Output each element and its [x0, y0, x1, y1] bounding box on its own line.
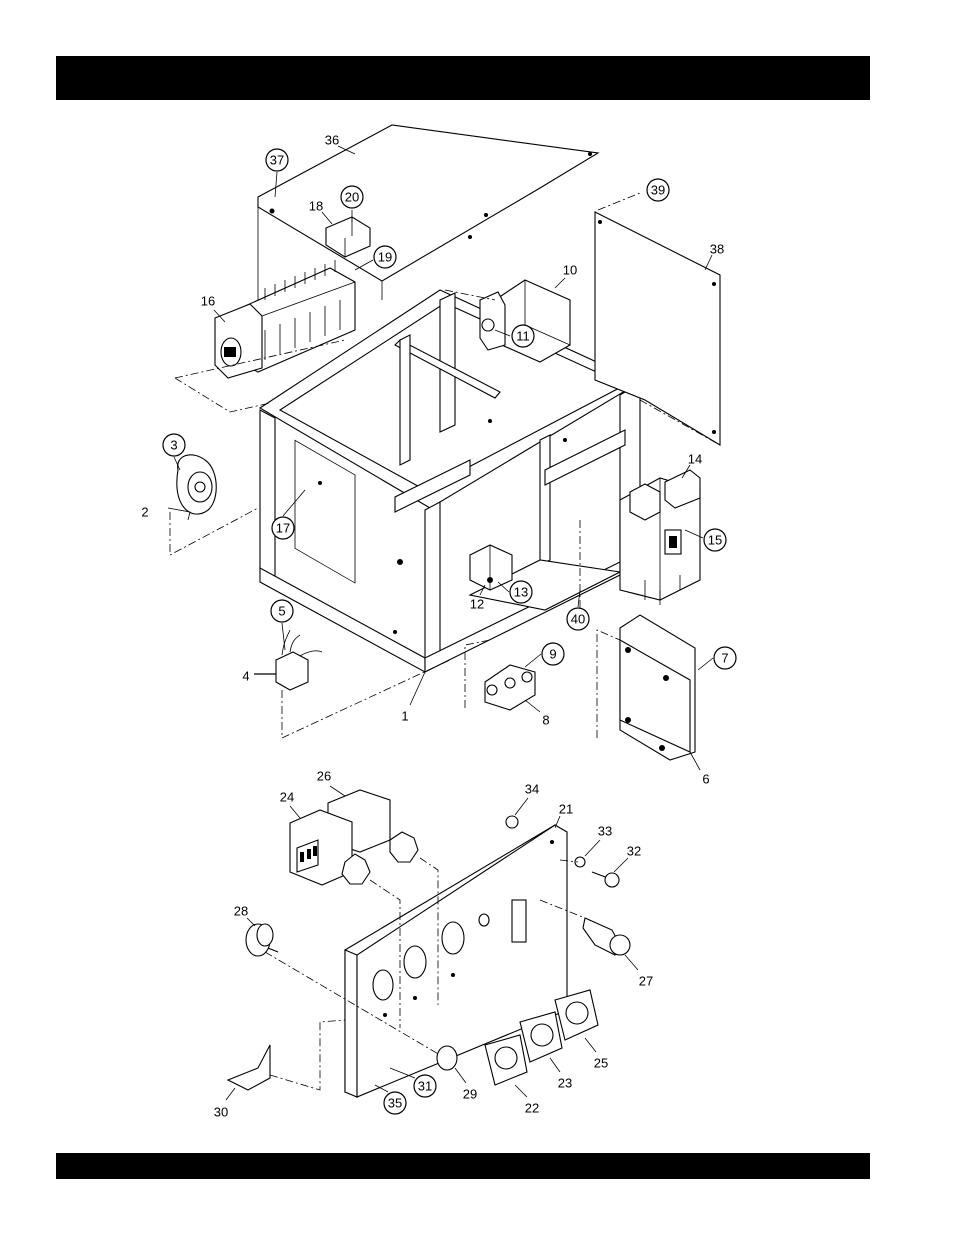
callout-19: 19 — [374, 246, 396, 268]
callout-number: 18 — [309, 199, 323, 214]
callout-11: 11 — [512, 325, 534, 347]
callout-13: 13 — [510, 581, 532, 603]
callout-23: 23 — [558, 1076, 572, 1091]
cooling-fan — [168, 455, 216, 520]
callout-number: 26 — [317, 769, 331, 784]
callout-number: 40 — [571, 612, 585, 627]
callout-37: 37 — [266, 149, 288, 171]
callout-number: 10 — [563, 263, 577, 278]
callout-number: 39 — [651, 183, 665, 198]
callout-12: 12 — [470, 597, 484, 612]
callout-18: 18 — [309, 199, 323, 214]
callout-number: 17 — [276, 521, 290, 536]
diode-rectifier — [485, 665, 535, 710]
callout-number: 3 — [170, 438, 177, 453]
callout-26: 26 — [317, 769, 331, 784]
callout-number: 11 — [516, 329, 530, 344]
adjust-knob — [246, 924, 278, 956]
callout-31: 31 — [414, 1075, 436, 1097]
hour-meters — [290, 790, 418, 885]
voltage-regulator — [254, 630, 322, 690]
callout-28: 28 — [234, 904, 248, 919]
callout-5: 5 — [271, 600, 293, 622]
callout-number: 32 — [627, 844, 641, 859]
callout-17: 17 — [272, 517, 294, 539]
callout-36: 36 — [325, 133, 339, 148]
fuse-holder — [583, 918, 630, 955]
callout-number: 19 — [378, 250, 392, 265]
callout-35: 35 — [384, 1092, 406, 1114]
callout-number: 21 — [559, 802, 573, 817]
callout-27: 27 — [639, 974, 653, 989]
callout-39: 39 — [647, 179, 669, 201]
callout-7: 7 — [714, 647, 736, 669]
callout-8: 8 — [542, 713, 549, 728]
callout-number: 30 — [214, 1105, 228, 1120]
callout-2: 2 — [141, 505, 148, 520]
callout-29: 29 — [463, 1087, 477, 1102]
callout-number: 29 — [463, 1087, 477, 1102]
callout-4: 4 — [242, 669, 249, 684]
relay — [470, 545, 512, 590]
callout-number: 28 — [234, 904, 248, 919]
callout-20: 20 — [341, 186, 363, 208]
callout-number: 31 — [418, 1079, 432, 1094]
callout-number: 24 — [280, 790, 294, 805]
callout-number: 22 — [525, 1101, 539, 1116]
callout-number: 34 — [525, 782, 539, 797]
callout-number: 14 — [688, 452, 702, 467]
callout-10: 10 — [563, 263, 577, 278]
callout-number: 37 — [270, 153, 284, 168]
callout-number: 6 — [702, 772, 709, 787]
callout-number: 38 — [710, 242, 724, 257]
callout-number: 8 — [542, 713, 549, 728]
callout-number: 25 — [594, 1056, 608, 1071]
callout-number: 15 — [708, 533, 722, 548]
callout-number: 13 — [514, 585, 528, 600]
callout-number: 5 — [278, 604, 285, 619]
callout-22: 22 — [525, 1101, 539, 1116]
callout-number: 7 — [721, 651, 728, 666]
callout-number: 1 — [401, 709, 408, 724]
callout-14: 14 — [688, 452, 702, 467]
callout-16: 16 — [201, 294, 215, 309]
callout-number: 33 — [598, 824, 612, 839]
callout-number: 12 — [470, 597, 484, 612]
callout-number: 35 — [388, 1096, 402, 1111]
callout-number: 16 — [201, 294, 215, 309]
callout-number: 27 — [639, 974, 653, 989]
callout-3: 3 — [163, 434, 185, 456]
callout-number: 4 — [242, 669, 249, 684]
callout-21: 21 — [559, 802, 573, 817]
callout-33: 33 — [598, 824, 612, 839]
callout-38: 38 — [710, 242, 724, 257]
callout-25: 25 — [594, 1056, 608, 1071]
callout-15: 15 — [704, 529, 726, 551]
callout-number: 2 — [141, 505, 148, 520]
callout-number: 23 — [558, 1076, 572, 1091]
callout-34: 34 — [525, 782, 539, 797]
callout-32: 32 — [627, 844, 641, 859]
callout-number: 20 — [345, 190, 359, 205]
callout-number: 36 — [325, 133, 339, 148]
callout-40: 40 — [567, 608, 589, 630]
callout-number: 9 — [549, 647, 556, 662]
callout-1: 1 — [401, 709, 408, 724]
control-box-cover — [620, 615, 695, 760]
callout-30: 30 — [214, 1105, 228, 1120]
callout-24: 24 — [280, 790, 294, 805]
callout-9: 9 — [542, 643, 564, 665]
callout-6: 6 — [702, 772, 709, 787]
